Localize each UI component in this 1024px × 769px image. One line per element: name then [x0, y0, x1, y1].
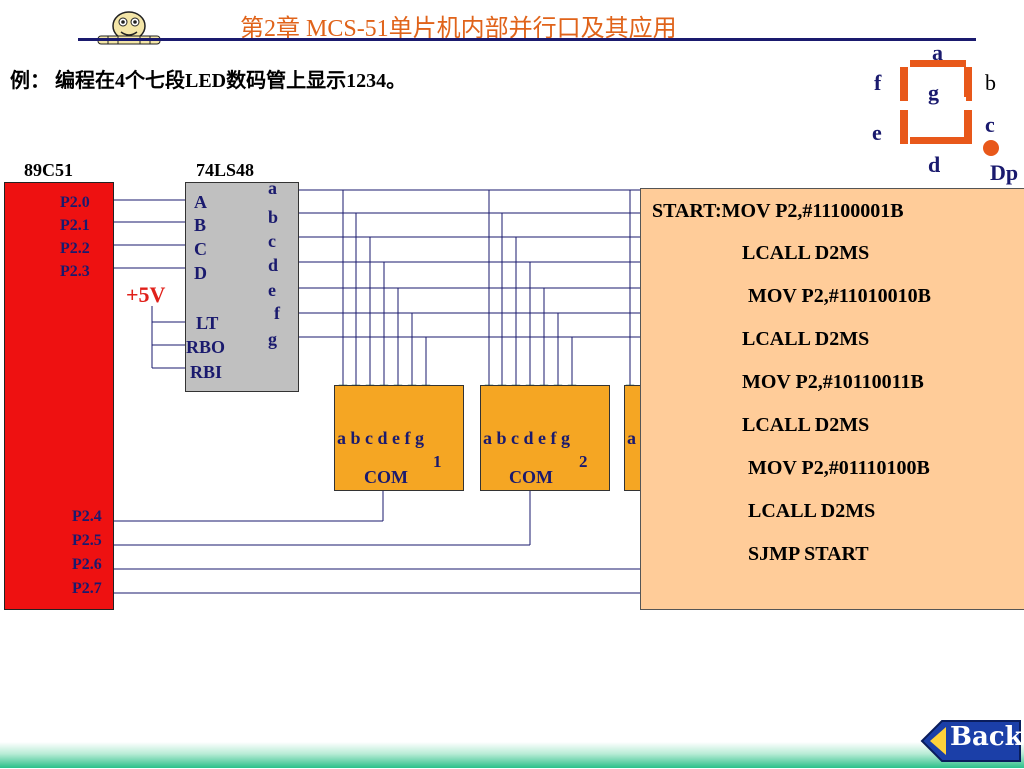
code-line: MOV P2,#11010010B	[748, 285, 931, 307]
back-button[interactable]: Back	[920, 718, 1023, 764]
code-panel	[640, 188, 1024, 610]
display-2-number: 2	[579, 452, 588, 471]
segment-b	[964, 67, 972, 101]
segment-label-c: c	[985, 112, 995, 137]
chip-74ls48-label: 74LS48	[196, 160, 255, 180]
page-title: 第2章 MCS-51单片机内部并行口及其应用	[240, 16, 677, 42]
back-label: Back	[950, 722, 1023, 752]
decoder-output-e: e	[268, 280, 276, 300]
decoder-control-rbi: RBI	[190, 362, 223, 382]
segment-c	[964, 110, 972, 144]
code-line: MOV P2,#01110100B	[748, 457, 930, 479]
pin-p2-4: P2.4	[72, 508, 102, 525]
display-2-segments: a b c d e f g	[483, 428, 570, 448]
pin-p2-6: P2.6	[72, 556, 102, 573]
chip-74ls48	[185, 182, 299, 392]
example-text: 例： 编程在4个七段LED数码管上显示1234。	[10, 70, 407, 92]
footer-band	[0, 742, 1024, 768]
code-line: SJMP START	[748, 543, 869, 565]
pin-p2-0: P2.0	[60, 194, 90, 211]
supply-label: +5V	[126, 282, 166, 307]
decoder-output-b: b	[268, 207, 279, 227]
segment-label-g: g	[928, 80, 939, 105]
decoder-input-c: C	[194, 239, 207, 259]
code-line: START:MOV P2,#11100001B	[652, 200, 904, 222]
decoder-output-d: d	[268, 255, 279, 275]
decoder-output-f: f	[274, 303, 280, 323]
segment-dp	[983, 140, 999, 156]
pin-p2-3: P2.3	[60, 263, 90, 280]
segment-label-f: f	[874, 70, 882, 95]
segment-label-a: a	[932, 40, 943, 65]
display-1	[334, 385, 464, 491]
decoder-control-lt: LT	[196, 313, 219, 333]
code-line: LCALL D2MS	[742, 414, 870, 436]
title-divider	[78, 38, 976, 41]
code-line: LCALL D2MS	[742, 328, 870, 350]
segment-label-b: b	[985, 70, 996, 95]
segment-label-d: d	[928, 152, 941, 177]
decoder-output-c: c	[268, 231, 276, 251]
code-line: LCALL D2MS	[742, 242, 870, 264]
display-3-segments: a	[627, 428, 636, 448]
display-1-number: 1	[433, 452, 442, 471]
decoder-control-rbo: RBO	[186, 337, 226, 357]
chip-89c51-label: 89C51	[24, 160, 73, 180]
decoder-output-g: g	[268, 329, 277, 349]
segment-d	[910, 137, 966, 144]
pin-p2-5: P2.5	[72, 532, 102, 549]
segment-f	[900, 67, 908, 101]
pin-p2-1: P2.1	[60, 217, 90, 234]
pin-p2-2: P2.2	[60, 240, 90, 257]
code-line: LCALL D2MS	[748, 500, 876, 522]
display-2	[480, 385, 610, 491]
segment-e	[900, 110, 908, 144]
segment-a	[910, 60, 966, 67]
display-1-com: COM	[364, 467, 408, 487]
pin-p2-7: P2.7	[72, 580, 102, 597]
decoder-input-b: B	[194, 215, 207, 235]
back-arrow-icon	[920, 720, 1021, 762]
chip-89c51	[4, 182, 114, 610]
code-line: MOV P2,#10110011B	[742, 371, 924, 393]
segment-label-e: e	[872, 120, 882, 145]
segment-label-dp: Dp	[990, 160, 1019, 185]
decoder-input-a: A	[194, 192, 207, 212]
decoder-input-d: D	[194, 263, 207, 283]
seven-segment-diagram	[900, 60, 999, 156]
decoder-output-a: a	[268, 178, 277, 198]
display-1-segments: a b c d e f g	[337, 428, 424, 448]
segment-g	[910, 97, 966, 103]
display-2-com: COM	[509, 467, 553, 487]
